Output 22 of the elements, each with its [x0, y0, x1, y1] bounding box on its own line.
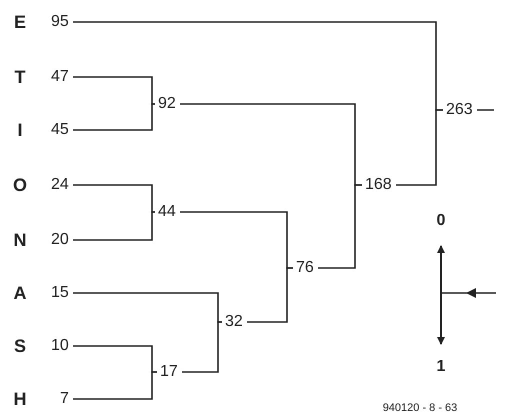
tree-connector	[73, 103, 155, 131]
figure-code: 940120 - 8 - 63	[382, 402, 458, 414]
tree-connector	[73, 76, 155, 105]
tree-connector	[73, 292, 222, 323]
tree-connector	[247, 267, 293, 323]
bit-label: 1	[436, 358, 446, 376]
symbol-letter: O	[13, 175, 27, 195]
tree-connector	[73, 211, 155, 241]
symbol-letter: N	[14, 230, 26, 250]
tree-connector	[73, 371, 157, 400]
symbol-letter: T	[14, 67, 26, 87]
tree-connector	[477, 109, 494, 111]
tree-connector	[73, 184, 155, 213]
symbol-letter: H	[14, 389, 26, 409]
symbol-letter: I	[18, 120, 22, 140]
bit-label: 0	[436, 212, 446, 230]
tree-connector	[318, 184, 362, 269]
tree-connector	[396, 109, 443, 186]
symbol-letter: S	[14, 336, 26, 356]
symbol-letter: E	[14, 12, 26, 32]
symbol-letter: A	[14, 283, 26, 303]
tree-connector	[182, 321, 222, 373]
